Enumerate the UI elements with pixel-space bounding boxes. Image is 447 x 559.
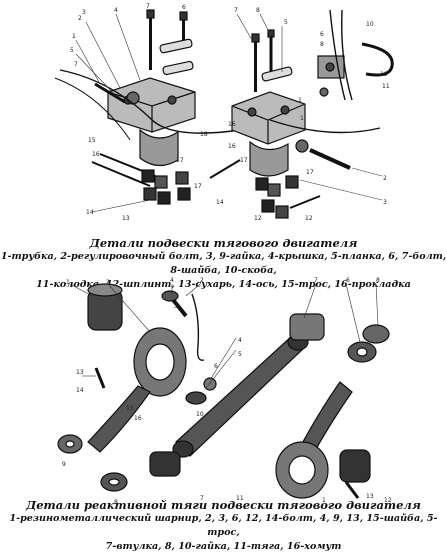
svg-text:14: 14	[86, 209, 94, 216]
svg-text:12: 12	[305, 215, 313, 222]
svg-text:1: 1	[298, 97, 302, 104]
svg-text:13: 13	[366, 493, 374, 500]
svg-text:15: 15	[126, 405, 134, 412]
svg-text:3: 3	[82, 9, 86, 16]
svg-text:17: 17	[176, 157, 184, 164]
svg-text:17: 17	[306, 169, 314, 176]
svg-text:5: 5	[238, 351, 242, 358]
svg-text:16: 16	[92, 151, 100, 158]
svg-text:18: 18	[200, 131, 208, 138]
svg-text:13: 13	[122, 215, 130, 222]
svg-text:16: 16	[228, 143, 236, 150]
svg-text:13: 13	[76, 369, 84, 376]
bottom-caption: Детали реактивной тяги подвески тягового…	[0, 498, 447, 554]
svg-text:6: 6	[182, 4, 186, 11]
svg-text:17: 17	[194, 183, 202, 190]
svg-text:12: 12	[384, 497, 392, 504]
top-caption-legend-line2: 11-колодка, 12-шплинт, 13-сухарь, 14-ось…	[36, 279, 411, 290]
svg-text:4: 4	[114, 7, 118, 14]
bolt-head	[179, 11, 188, 21]
svg-text:2: 2	[106, 279, 110, 286]
svg-text:7: 7	[234, 7, 238, 14]
svg-text:7: 7	[74, 61, 78, 68]
svg-text:11: 11	[382, 83, 390, 90]
svg-text:8: 8	[376, 277, 380, 284]
svg-text:7: 7	[314, 277, 318, 284]
svg-text:1: 1	[66, 279, 70, 286]
svg-text:2: 2	[200, 277, 204, 284]
svg-text:16: 16	[134, 415, 142, 422]
svg-text:5: 5	[70, 47, 74, 54]
svg-text:2: 2	[78, 15, 82, 22]
svg-text:7: 7	[200, 495, 204, 502]
svg-text:2: 2	[383, 175, 387, 182]
bottom-caption-title: Детали реактивной тяги подвески тягового…	[26, 498, 421, 512]
svg-text:14: 14	[216, 199, 224, 206]
svg-text:5: 5	[284, 19, 288, 26]
svg-text:3: 3	[174, 303, 178, 310]
plank	[162, 60, 194, 76]
svg-text:6: 6	[346, 277, 350, 284]
svg-text:1: 1	[300, 115, 304, 122]
top-caption-legend-line1: 1-трубка, 2-регулировочный болт, 3, 9-га…	[0, 251, 447, 276]
bottom-caption-legend-line2: 7-втулка, 8, 10-гайка, 11-тяга, 16-хомут	[105, 541, 342, 552]
svg-text:8: 8	[114, 499, 118, 506]
svg-text:16: 16	[228, 121, 236, 128]
svg-text:17: 17	[240, 157, 248, 164]
svg-text:8: 8	[256, 7, 260, 14]
svg-text:9: 9	[62, 461, 66, 468]
top-caption: Детали подвески тягового двигателя 1-тру…	[0, 236, 447, 292]
svg-text:14: 14	[76, 387, 84, 394]
svg-text:3: 3	[383, 199, 387, 206]
plank	[159, 38, 193, 54]
svg-text:4: 4	[170, 277, 174, 284]
svg-text:10: 10	[366, 21, 374, 28]
bolt-head	[146, 9, 155, 19]
svg-text:1: 1	[322, 497, 326, 504]
bottom-caption-legend-line1: 1-резинометаллический шарнир, 2, 3, 6, 1…	[9, 513, 438, 538]
svg-text:4: 4	[238, 337, 242, 344]
svg-text:12: 12	[254, 215, 262, 222]
svg-text:7: 7	[146, 3, 150, 10]
svg-text:6: 6	[214, 363, 218, 370]
svg-text:10: 10	[196, 411, 204, 418]
svg-text:11: 11	[236, 495, 244, 502]
svg-text:1: 1	[72, 33, 76, 40]
svg-text:6: 6	[320, 31, 324, 38]
top-caption-title: Детали подвески тягового двигателя	[89, 236, 358, 250]
svg-text:15: 15	[88, 137, 96, 144]
svg-text:8: 8	[320, 41, 324, 48]
svg-text:19: 19	[380, 71, 388, 78]
